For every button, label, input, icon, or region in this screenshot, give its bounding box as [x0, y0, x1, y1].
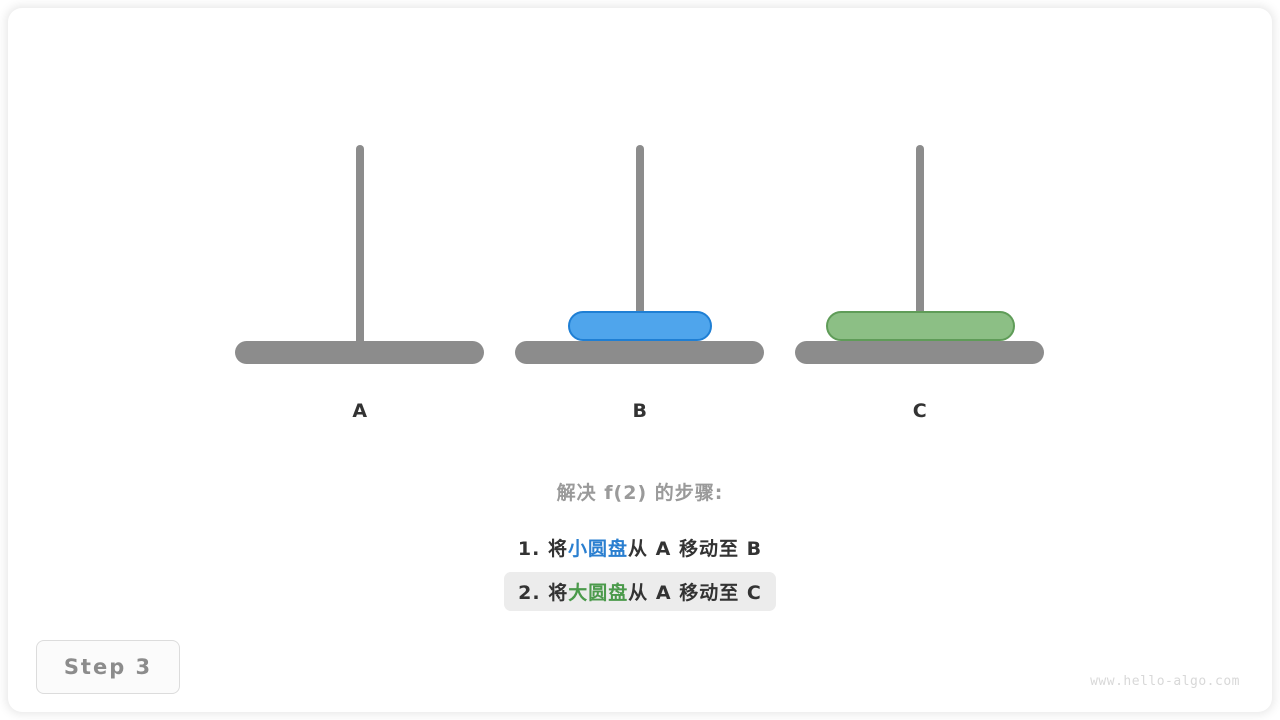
- step-from-peg-2: A: [655, 582, 672, 604]
- step-disk-1: 小圆盘: [567, 538, 628, 560]
- step-verb-1: 将: [547, 538, 568, 560]
- step-verb-2: 将: [548, 582, 569, 604]
- step-from-word-2: 从: [628, 582, 649, 604]
- step-to-peg-2: C: [746, 582, 762, 604]
- watermark: www.hello-algo.com: [1090, 674, 1240, 689]
- tower-label-a: A: [352, 400, 368, 422]
- peg-base-c: [795, 341, 1044, 364]
- tower-c: C: [790, 0, 1050, 440]
- step-move-word-1: 移动至: [678, 538, 739, 560]
- tower-b: B: [510, 0, 770, 440]
- tower-label-b: B: [632, 400, 648, 422]
- step-row-1: 1. 将小圆盘从 A 移动至 B: [504, 528, 776, 567]
- step-badge: Step 3: [36, 640, 180, 694]
- step-to-peg-1: B: [746, 538, 763, 560]
- step-disk-2: 大圆盘: [568, 582, 629, 604]
- tower-label-c: C: [912, 400, 928, 422]
- tower-a: A: [230, 0, 490, 440]
- step-number-2: 2.: [518, 582, 541, 604]
- steps-list: 1. 将小圆盘从 A 移动至 B 2. 将大圆盘从 A 移动至 C: [0, 528, 1280, 611]
- caption-title: 解决 f(2) 的步骤:: [556, 482, 724, 504]
- step-row-2: 2. 将大圆盘从 A 移动至 C: [504, 572, 776, 611]
- peg-base-a: [235, 341, 484, 364]
- disk-large-on-c: [826, 311, 1015, 341]
- step-from-word-1: 从: [628, 538, 649, 560]
- peg-rod-c: [916, 145, 924, 350]
- disk-small-on-b: [568, 311, 712, 341]
- step-number-1: 1.: [517, 538, 541, 560]
- step-from-peg-1: A: [655, 538, 672, 560]
- peg-rod-a: [356, 145, 364, 350]
- peg-base-b: [515, 341, 764, 364]
- peg-rod-b: [636, 145, 644, 350]
- step-move-word-2: 移动至: [679, 582, 740, 604]
